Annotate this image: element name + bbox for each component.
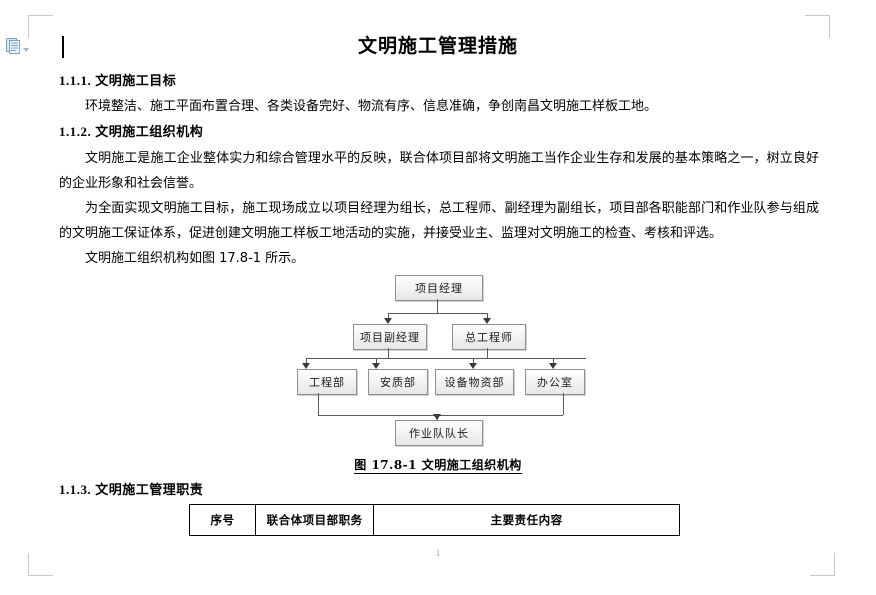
- heading-1-1-3: 1.1.3.文明施工管理职责: [59, 479, 203, 498]
- connector-manager-stem: [437, 299, 438, 313]
- table-row: 序号 联合体项目部职务 主要责任内容: [188, 504, 680, 536]
- heading-text: 文明施工管理职责: [95, 483, 204, 498]
- crop-mark-top-left: [28, 15, 53, 38]
- connector-row2-left-drop: [388, 313, 389, 320]
- figure-caption: 图 17.8-1 文明施工组织机构: [0, 456, 876, 474]
- heading-number: 1.1.2.: [59, 124, 92, 139]
- org-node-chief-engineer: 总工程师: [452, 324, 526, 350]
- table-header-no: 序号: [188, 504, 257, 536]
- org-node-quality-dept: 安质部: [368, 369, 428, 395]
- arrow-to-deputy-manager: [384, 318, 392, 324]
- org-node-deputy-manager: 项目副经理: [353, 324, 427, 350]
- org-chart: 项目经理 项目副经理 总工程师 工程部: [280, 268, 610, 453]
- page-number: 1: [435, 548, 441, 558]
- connector-row2-right-drop: [487, 313, 488, 320]
- table-header-duty: 主要责任内容: [373, 504, 680, 536]
- org-node-label: 项目经理: [415, 282, 463, 295]
- org-node-engineering-dept: 工程部: [297, 369, 357, 395]
- org-node-equipment-dept: 设备物资部: [435, 369, 514, 395]
- paste-options-tag[interactable]: [6, 38, 29, 59]
- table-header-post: 联合体项目部职务: [255, 504, 375, 536]
- paragraph-figure-ref: 文明施工组织机构如图 17.8-1 所示。: [85, 251, 305, 266]
- crop-mark-bottom-left: [28, 553, 53, 576]
- connector-row1-bus: [388, 313, 488, 314]
- arrow-to-chief-engineer: [483, 318, 491, 324]
- connector-quality-drop: [376, 358, 377, 365]
- org-node-label: 办公室: [537, 376, 573, 389]
- org-node-project-manager: 项目经理: [395, 275, 483, 301]
- connector-office-down: [563, 393, 564, 415]
- heading-text: 文明施工组织机构: [95, 125, 204, 140]
- connector-eng-down: [318, 393, 319, 415]
- figure-caption-text: 图 17.8-1 文明施工组织机构: [354, 458, 522, 474]
- org-node-label: 项目副经理: [360, 331, 420, 344]
- connector-eng-drop: [306, 358, 307, 365]
- heading-1-1-2: 1.1.2.文明施工组织机构: [59, 121, 203, 140]
- paragraph-org-system: 为全面实现文明施工目标，施工现场成立以项目经理为组长，总工程师、副经理为副组长，…: [59, 201, 819, 241]
- org-node-label: 安质部: [380, 376, 416, 389]
- heading-text: 文明施工目标: [95, 74, 177, 89]
- arrow-to-quality-dept: [372, 363, 380, 369]
- heading-number: 1.1.3.: [59, 482, 92, 497]
- org-node-team-leader: 作业队队长: [395, 420, 483, 446]
- heading-1-1-1: 1.1.1.文明施工目标: [59, 70, 176, 89]
- org-node-office: 办公室: [525, 369, 585, 395]
- org-node-label: 设备物资部: [444, 376, 505, 389]
- crop-mark-bottom-right: [810, 553, 835, 576]
- paragraph-org-intro: 文明施工是施工企业整体实力和综合管理水平的反映，联合体项目部将文明施工当作企业生…: [59, 151, 819, 191]
- paste-document-icon[interactable]: [6, 38, 20, 59]
- arrow-to-engineering-dept: [302, 363, 310, 369]
- page-title: 文明施工管理措施: [357, 35, 518, 57]
- text-cursor: [62, 36, 64, 58]
- chevron-down-icon[interactable]: [23, 48, 29, 52]
- connector-equipment-drop: [473, 358, 474, 365]
- arrow-to-equipment-dept: [469, 363, 477, 369]
- heading-number: 1.1.1.: [59, 73, 92, 88]
- connector-office-drop: [553, 358, 554, 365]
- responsibility-table: 序号 联合体项目部职务 主要责任内容: [188, 504, 680, 536]
- arrow-to-office: [549, 363, 557, 369]
- connector-chief-stem: [487, 348, 488, 358]
- org-node-label: 作业队队长: [409, 427, 469, 440]
- crop-mark-top-right: [805, 15, 830, 38]
- connector-deputy-stem: [388, 348, 389, 358]
- paragraph-goal: 环境整洁、施工平面布置合理、各类设备完好、物流有序、信息准确，争创南昌文明施工样…: [85, 99, 658, 114]
- org-node-label: 工程部: [309, 376, 345, 389]
- arrow-to-team-leader: [433, 414, 441, 420]
- connector-row2-bus: [306, 358, 586, 359]
- org-node-label: 总工程师: [465, 331, 513, 344]
